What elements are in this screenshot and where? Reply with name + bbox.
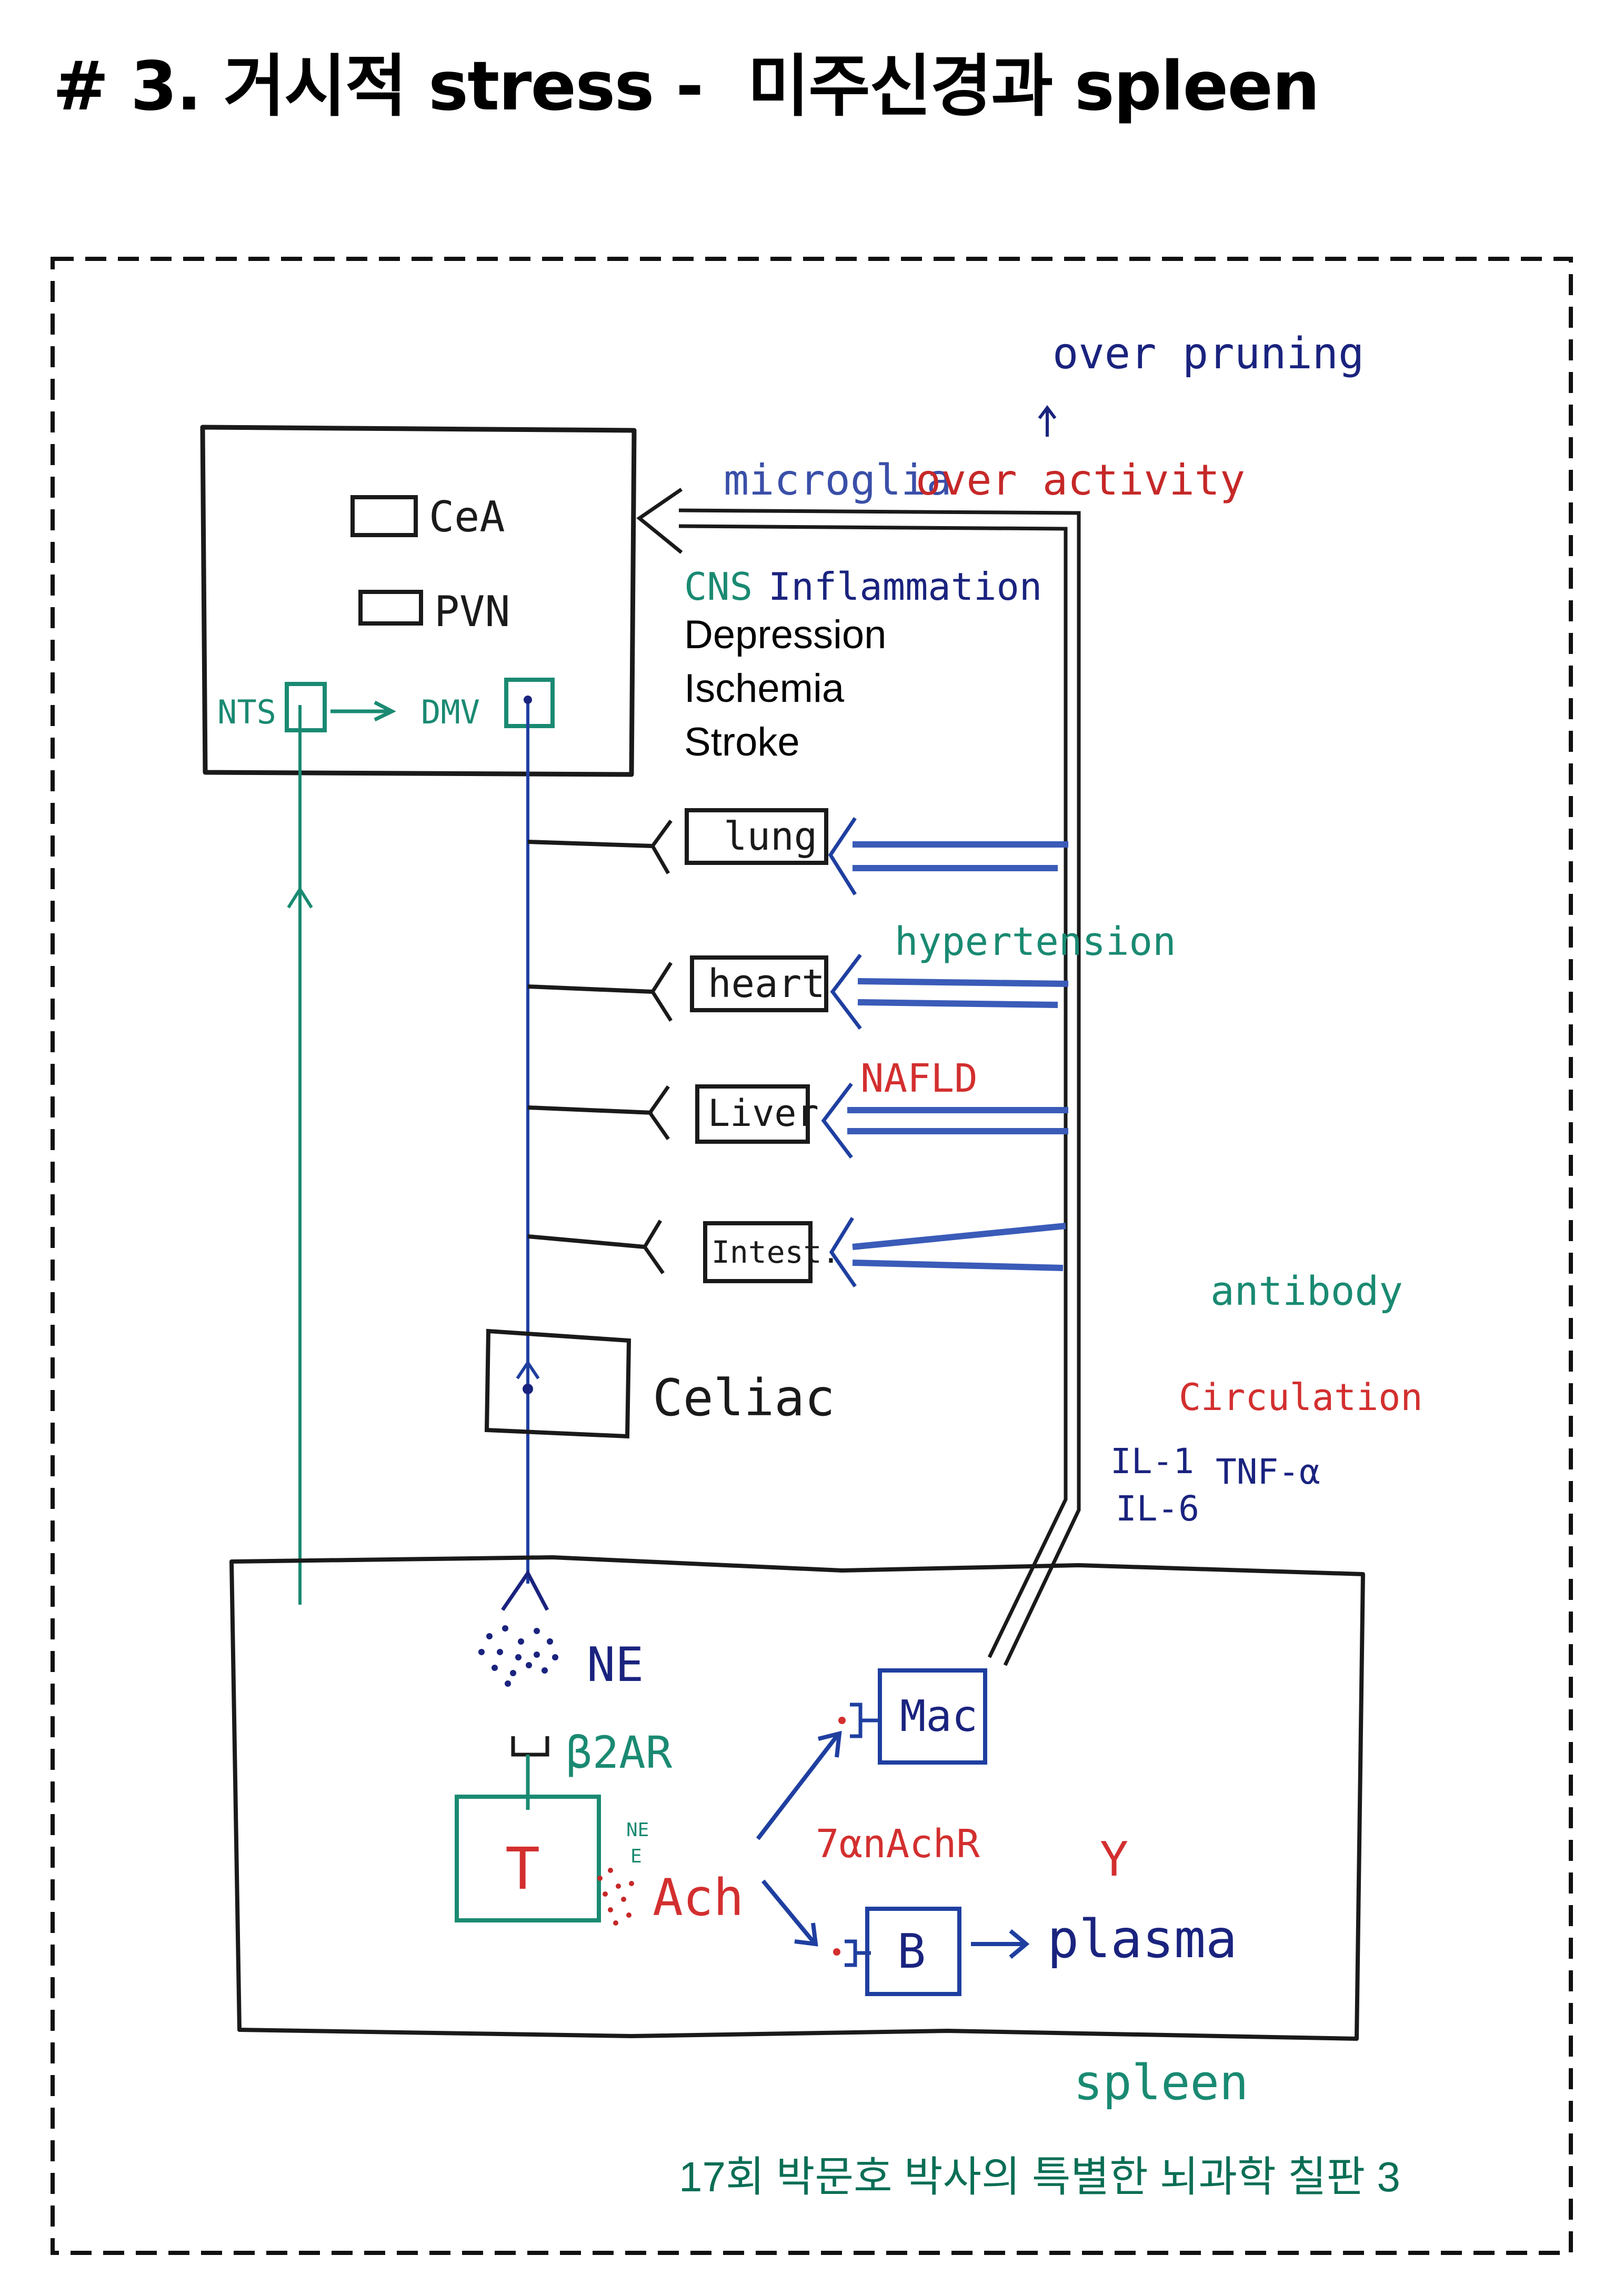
efferent-vagus [524, 696, 532, 1584]
spleen-label: spleen [1074, 2055, 1248, 2111]
arrow-to-mac [756, 1735, 839, 1840]
condition-depression: Depression [684, 612, 886, 657]
organ-heart-label: heart [708, 961, 825, 1006]
celiac-label: Celiac [653, 1368, 835, 1427]
t-cell-label: T [505, 1835, 540, 1902]
organ-lung: lung [527, 808, 1068, 895]
cea-label: CeA [429, 492, 505, 541]
nafld-label: NAFLD [860, 1056, 978, 1101]
antibody-label: antibody [1210, 1267, 1403, 1314]
pvn-nucleus [358, 590, 423, 626]
microglia-label: microglia [724, 456, 951, 505]
return-arrowhead [636, 488, 683, 554]
il6-label: IL-6 [1116, 1488, 1199, 1529]
e-small-label: E [630, 1846, 642, 1867]
nts-label: NTS [217, 693, 276, 731]
beta2-receptor [511, 1736, 549, 1810]
afferent-vagus [287, 705, 313, 1605]
spleen-box [229, 1555, 1365, 2041]
nachr-label: 7αnAchR [816, 1821, 980, 1867]
b2ar-label: β2AR [566, 1727, 673, 1778]
t-cell [455, 1795, 601, 1922]
organ-intestine-label: Intest. [711, 1234, 840, 1270]
b-cell-label: B [897, 1924, 926, 1979]
ne-small-label: NE [626, 1819, 649, 1841]
celiac-ganglion [484, 1328, 631, 1439]
organ-liver-label: Liver [708, 1092, 819, 1135]
circulation-label: Circulation [1179, 1376, 1423, 1419]
ne-label: NE [587, 1637, 644, 1693]
organ-lung-label: lung [724, 814, 817, 859]
afferent-arrowhead [287, 886, 313, 909]
ne-release [478, 1569, 558, 1687]
cea-nucleus [350, 495, 418, 537]
footer-caption: 17회 박문호 박사의 특별한 뇌과학 칠판 3 [679, 2153, 1400, 2200]
cytokine-return-arrow [636, 488, 1081, 1666]
hypertension-label: hypertension [895, 919, 1176, 964]
arrow-to-b [761, 1879, 815, 1943]
organ-heart: heart [527, 953, 1069, 1030]
over-activity-label: over activity [916, 456, 1245, 505]
organ-intestine: Intest. [527, 1217, 1066, 1287]
organ-liver: Liver [527, 1082, 1068, 1159]
cns-label: CNS [684, 565, 753, 609]
condition-stroke: Stroke [684, 720, 800, 764]
b-cell [833, 1907, 961, 1996]
page-title: # 3. 거시적 stress - 미주신경과 spleen [53, 47, 1320, 126]
brain-box: CeA PVN NTS DMV [200, 425, 637, 777]
plasma-label: plasma [1047, 1908, 1237, 1970]
pvn-label: PVN [434, 587, 510, 636]
outer-dashed-frame [51, 257, 1573, 2255]
condition-ischemia: Ischemia [684, 666, 845, 711]
mac-label: Mac [900, 1691, 978, 1741]
nts-nucleus [285, 682, 327, 732]
macrophage [838, 1668, 987, 1765]
antibody-glyph: Y [1100, 1832, 1128, 1887]
over-pruning-label: over pruning [1052, 329, 1364, 379]
ach-release [597, 1868, 634, 1926]
ach-label: Ach [653, 1868, 744, 1927]
il1-label: IL-1 [1110, 1441, 1194, 1482]
tnf-label: TNF-α [1216, 1452, 1320, 1492]
dmv-label: DMV [421, 693, 480, 731]
inflammation-label: Inflammation [768, 565, 1042, 609]
